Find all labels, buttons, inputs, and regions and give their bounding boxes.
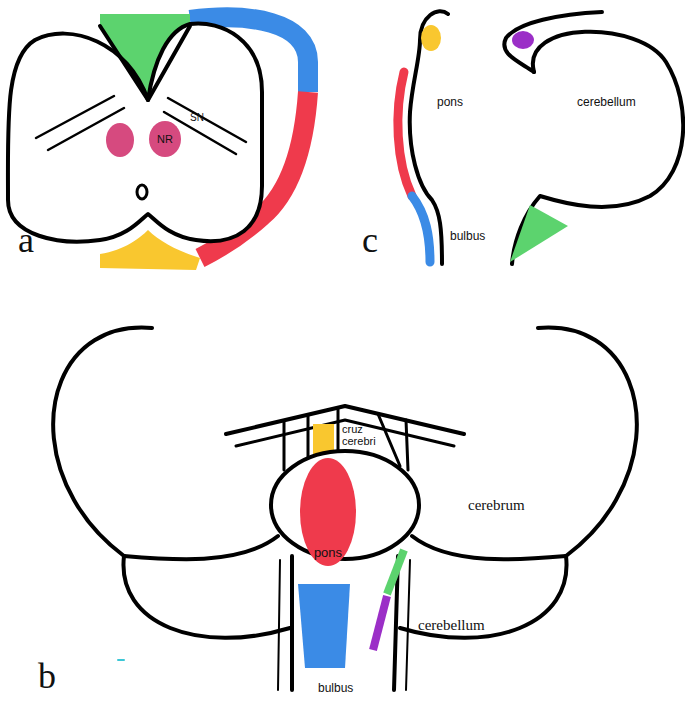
- panel-letter: c: [362, 222, 378, 260]
- node-text: NR: [157, 133, 173, 145]
- nucleus-ellipse: NR: [149, 121, 181, 157]
- pons-region: pons: [300, 458, 356, 566]
- structure-label: cruz cerebri: [342, 424, 376, 447]
- panel-letter: b: [38, 658, 56, 696]
- panel-letter: a: [18, 222, 34, 260]
- structure-label: bulbus: [450, 230, 485, 243]
- structure-label: pons: [437, 96, 463, 109]
- structure-label: bulbus: [318, 682, 353, 695]
- structure-label: cerebellum: [577, 96, 636, 109]
- structure-label: SN: [190, 113, 204, 124]
- node-text: pons: [314, 545, 342, 560]
- structure-label: cerebellum: [418, 618, 485, 634]
- structure-label: cerebrum: [468, 498, 525, 514]
